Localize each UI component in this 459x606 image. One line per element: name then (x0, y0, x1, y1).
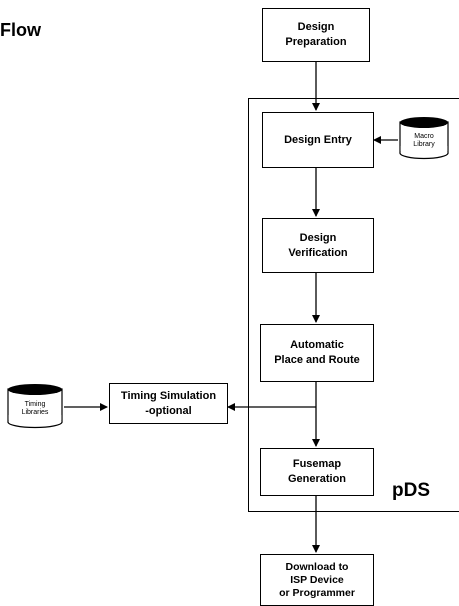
design-verification-step: Design Verification (262, 218, 374, 273)
design-entry-step: Design Entry (262, 112, 374, 168)
page-title: Flow (0, 20, 41, 40)
fusemap-generation-step: Fusemap Generation (260, 448, 374, 496)
database-cylinder-icon (399, 117, 449, 160)
timing-libraries-database: Timing Libraries (7, 383, 63, 429)
design-preparation-step: Design Preparation (262, 8, 370, 62)
pds-boundary-label: pDS (392, 480, 430, 501)
timing-libraries-label: Timing Libraries (21, 401, 49, 416)
macro-library-database: Macro Library (399, 116, 449, 160)
macro-library-label: Macro Library (413, 133, 435, 148)
timing-simulation-step: Timing Simulation -optional (109, 383, 228, 424)
pds-boundary (248, 98, 459, 512)
download-step: Download to ISP Device or Programmer (260, 554, 374, 606)
place-and-route-step: Automatic Place and Route (260, 324, 374, 382)
database-cylinder-icon (7, 384, 63, 429)
